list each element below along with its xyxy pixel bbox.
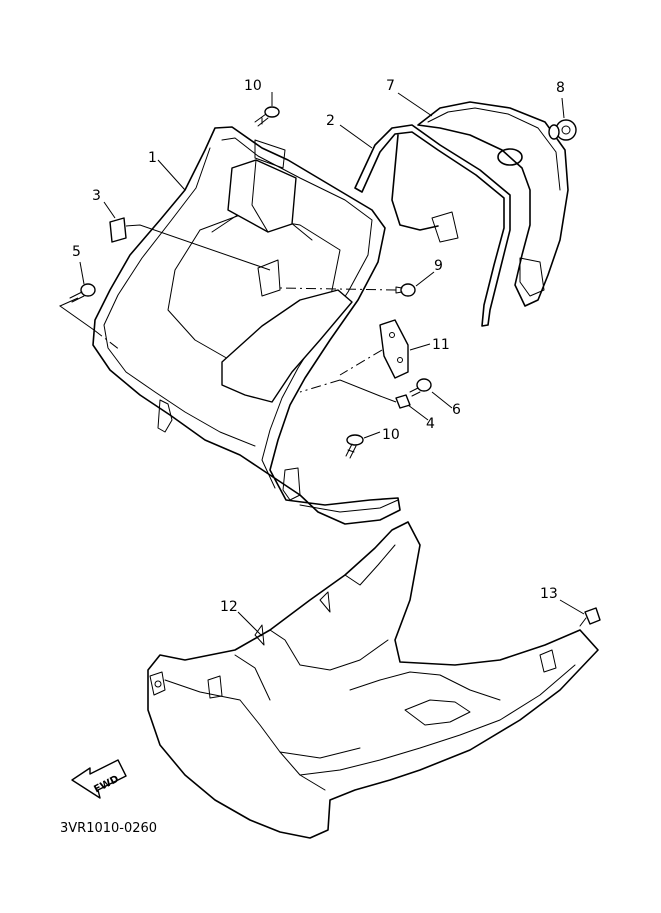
leader-lines — [58, 92, 585, 637]
drawing-code: 3VR1010-0260 — [60, 821, 157, 836]
callout-5: 5 — [72, 244, 81, 260]
callout-12: 12 — [220, 599, 238, 615]
screw-10-top — [254, 106, 280, 127]
callout-8: 8 — [556, 80, 565, 96]
callout-11: 11 — [432, 337, 450, 353]
footboard-part — [147, 521, 599, 839]
callout-2: 2 — [326, 113, 335, 129]
grommet-8 — [548, 119, 577, 141]
inner-cover-part — [417, 101, 569, 307]
callout-10-lower: 10 — [382, 427, 400, 443]
nut-13 — [579, 607, 601, 627]
leg-shield-part — [92, 126, 401, 525]
callout-7: 7 — [386, 78, 395, 94]
screw-5 — [69, 283, 96, 303]
fwd-arrow-icon: FWD — [71, 759, 127, 799]
nut-4 — [395, 394, 411, 409]
callout-13: 13 — [540, 586, 558, 602]
callout-3: 3 — [92, 188, 101, 204]
callout-9: 9 — [434, 258, 443, 274]
callout-4: 4 — [426, 416, 435, 432]
label-3 — [109, 217, 127, 243]
callout-6: 6 — [452, 402, 461, 418]
callout-1: 1 — [148, 150, 157, 166]
bracket-11 — [379, 319, 409, 379]
callout-numbers: 1 2 3 4 5 6 7 8 9 10 10 11 12 13 — [72, 78, 565, 615]
callout-10-top: 10 — [244, 78, 262, 94]
clip-9 — [395, 283, 416, 297]
screw-6 — [409, 378, 432, 397]
screw-10-lower — [345, 434, 364, 459]
molding-strip-part — [354, 124, 511, 327]
